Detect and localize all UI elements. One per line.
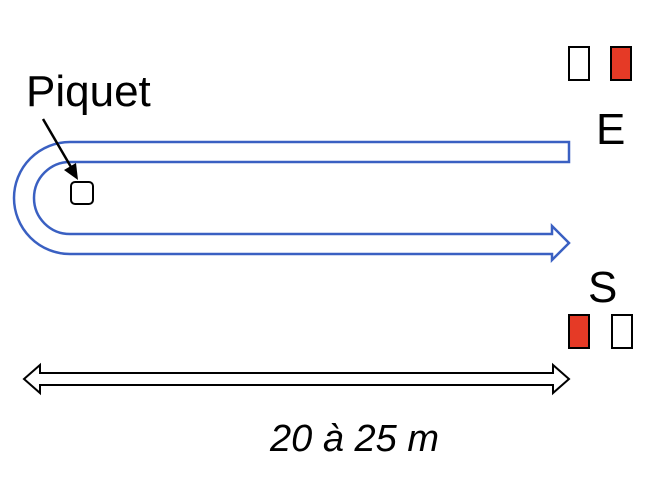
distance-double-arrow-icon xyxy=(22,362,571,396)
exit-label: S xyxy=(588,263,618,312)
post-icon xyxy=(70,181,94,205)
pointer-arrow-line xyxy=(41,118,73,168)
post-label: Piquet xyxy=(26,67,151,116)
route-path xyxy=(12,140,571,264)
distance-label: 20 à 25 m xyxy=(270,418,439,460)
exit-cone-red-icon xyxy=(568,314,590,349)
entry-cone-red-icon xyxy=(610,46,632,81)
entry-label: E xyxy=(596,105,626,154)
exit-cone-white-icon xyxy=(611,314,633,349)
entry-cone-white-icon xyxy=(568,46,590,81)
pointer-arrow-icon xyxy=(64,163,78,180)
